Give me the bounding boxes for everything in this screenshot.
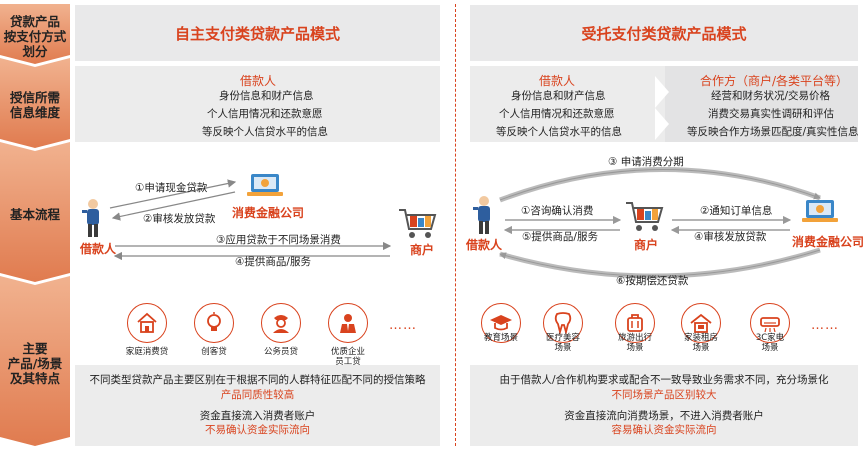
officer-icon	[261, 303, 301, 343]
row-label-product-type: 贷款产品 按支付方式 划分	[0, 4, 70, 64]
left-step-label: ②审核发放贷款	[143, 213, 215, 226]
right-header: 受托支付类贷款产品模式	[470, 5, 858, 61]
left-feature-highlight: 产品同质性较高	[75, 389, 440, 402]
product-label: 创客贷	[189, 347, 239, 357]
panel-arrow-shape	[655, 108, 669, 140]
right-step-label: ④审核发放贷款	[694, 231, 766, 244]
left-feature-text: 资金直接流入消费者账户	[75, 410, 440, 423]
scene-label: 旅游出行 场景	[610, 333, 660, 353]
right-step-label: ⑤提供商品/服务	[522, 231, 598, 244]
left-borrower-label: 借款人	[80, 240, 116, 257]
scene-label: 医疗美容 场景	[538, 333, 588, 353]
employee-icon	[328, 303, 368, 343]
left-merchant-label: 商户	[410, 241, 434, 258]
right-feature-highlight: 不同场景产品区别较大	[470, 389, 858, 402]
left-feature-text: 不同类型贷款产品主要区别在于根据不同的人群特征匹配不同的授信策略	[75, 374, 440, 387]
right-feature-text: 由于借款人/合作机构要求或配合不一致导致业务需求不同，充分场景化	[470, 374, 858, 387]
row-label-credit-info: 授信所需 信息维度	[0, 58, 70, 148]
product-label: 优质企业 员工贷	[321, 347, 375, 367]
lender-laptop-icon	[800, 198, 840, 228]
right-info-line: 经营和财务状况/交易价格	[711, 90, 830, 103]
right-feature-highlight: 容易确认资金实际流向	[470, 424, 858, 437]
row-label-products-scenes: 主要 产品/场景 及其特点	[0, 276, 70, 446]
left-info-line: 等反映个人信贷水平的信息	[202, 126, 328, 139]
merchant-cart-icon	[397, 207, 437, 241]
scene-label: 家装租房 场景	[676, 333, 726, 353]
right-merchant-label: 商户	[634, 236, 658, 253]
left-info-title: 借款人	[240, 72, 276, 89]
left-feature-highlight: 不易确认资金实际流向	[75, 424, 440, 437]
right-info-line: 等反映合作方场景匹配度/真实性信息	[687, 126, 859, 139]
right-info-title-partner: 合作方（商户/各类平台等）	[700, 72, 848, 89]
right-info-line: 等反映个人信贷水平的信息	[496, 126, 622, 139]
left-step-label: ①申请现金贷款	[135, 182, 207, 195]
borrower-person-icon	[82, 198, 104, 238]
right-step-label: ①咨询确认消费	[521, 205, 593, 218]
row-label-basic-flow: 基本流程	[0, 142, 70, 282]
product-label: 公务员贷	[256, 347, 306, 357]
right-info-line: 消费交易真实性调研和评估	[708, 108, 834, 121]
lender-laptop-icon	[245, 172, 285, 202]
house-icon	[127, 303, 167, 343]
right-lender-label: 消费金融公司	[792, 233, 864, 250]
more-ellipsis: ……	[811, 318, 839, 333]
right-info-line: 个人信用情况和还款意愿	[499, 108, 615, 121]
scene-label: 3C家电 场景	[745, 333, 795, 353]
right-borrower-label: 借款人	[466, 236, 502, 253]
more-ellipsis: ……	[389, 318, 417, 333]
scene-label: 教育场景	[476, 333, 526, 343]
right-feature-text: 资金直接流向消费场景，不进入消费者账户	[470, 410, 858, 423]
merchant-cart-icon	[624, 200, 664, 234]
right-info-title-borrower: 借款人	[539, 72, 575, 89]
right-step-label: ⑥按期偿还贷款	[616, 275, 688, 288]
left-info-line: 身份信息和财产信息	[219, 90, 314, 103]
product-label: 家庭消费贷	[122, 347, 172, 357]
right-step-label: ②通知订单信息	[700, 205, 772, 218]
center-divider	[455, 4, 456, 446]
left-step-label: ③应用贷款于不同场景消费	[216, 234, 341, 247]
left-header: 自主支付类贷款产品模式	[75, 5, 440, 61]
lightbulb-icon	[194, 303, 234, 343]
left-step-label: ④提供商品/服务	[235, 256, 311, 269]
right-info-line: 身份信息和财产信息	[511, 90, 606, 103]
left-info-line: 个人信用情况和还款意愿	[207, 108, 323, 121]
borrower-person-icon	[473, 195, 495, 235]
right-step-label: ③ 申请消费分期	[608, 156, 684, 169]
panel-arrow-shape	[655, 76, 669, 108]
left-lender-label: 消费金融公司	[232, 204, 304, 221]
